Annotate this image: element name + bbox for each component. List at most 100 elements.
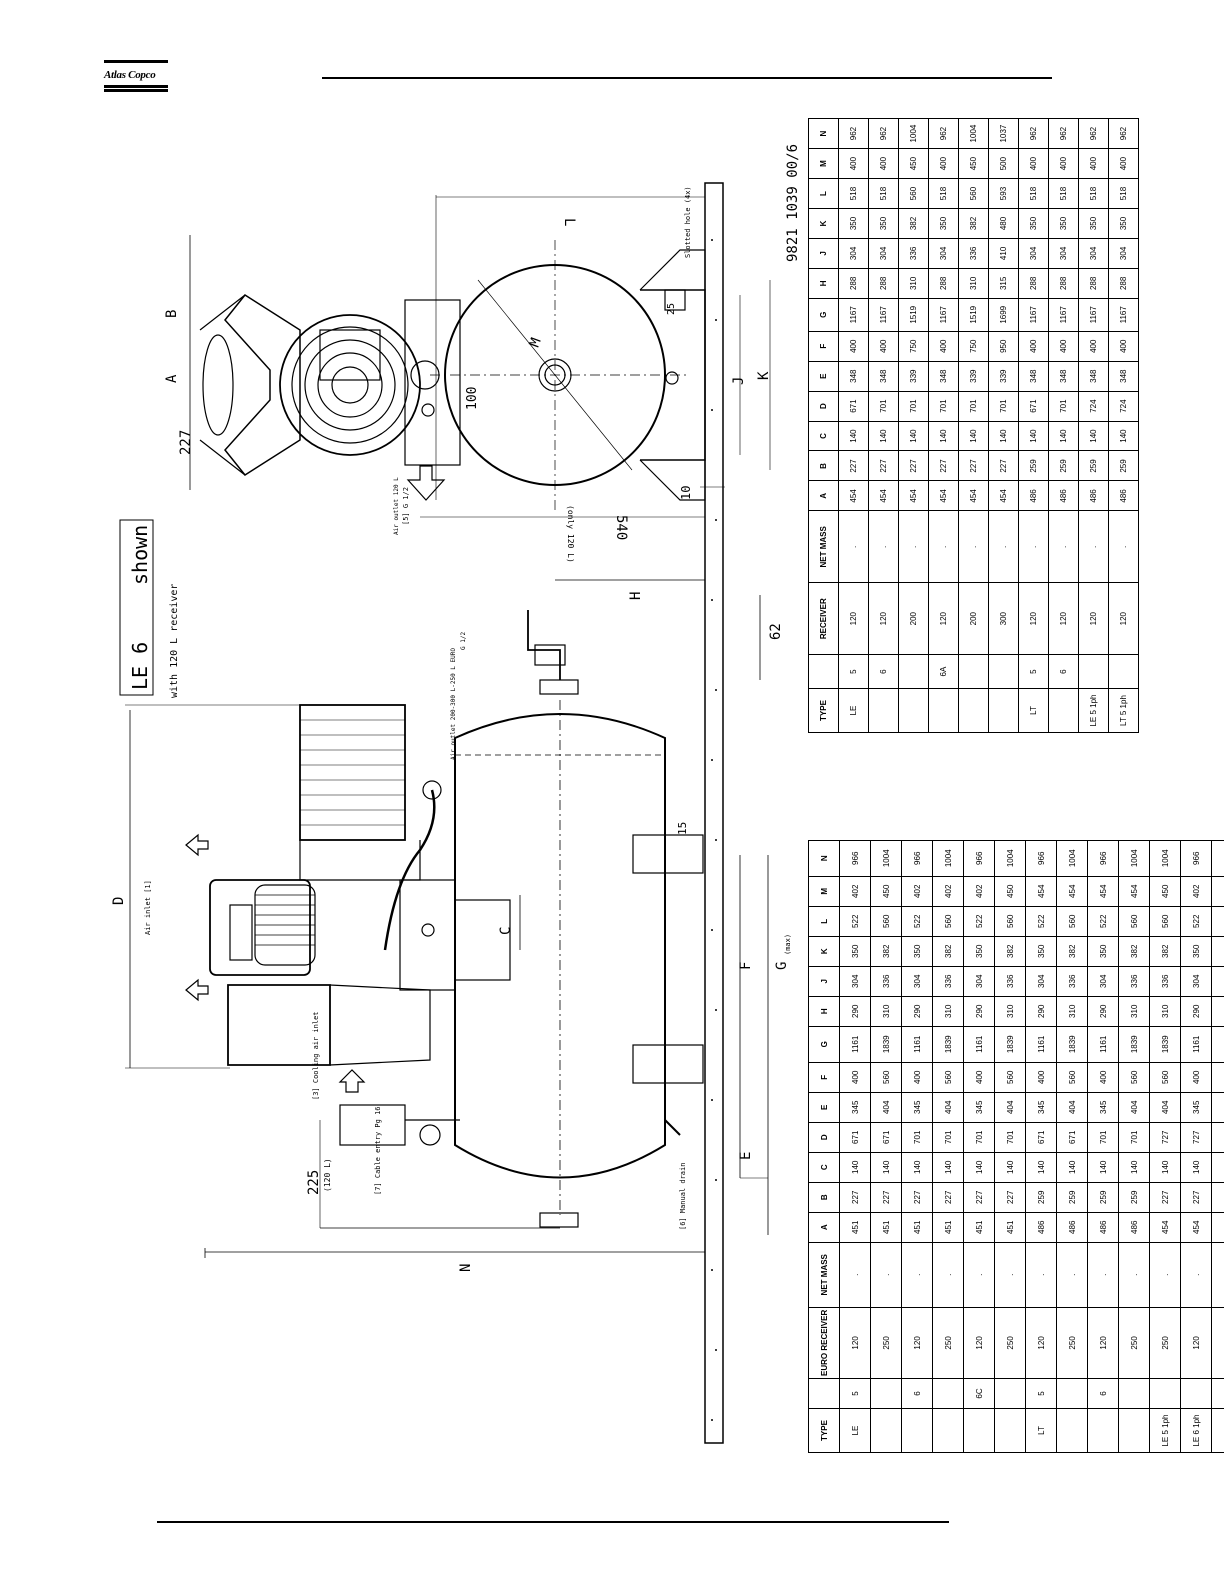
table-cell: 345: [963, 1092, 995, 1123]
table-cell: 304: [901, 966, 933, 997]
table-cell: 120: [868, 582, 899, 655]
column-header: C: [808, 421, 839, 451]
column-header: A: [808, 1212, 840, 1243]
table-cell: 701: [988, 391, 1019, 422]
table-cell: 486: [1118, 1212, 1150, 1243]
table-cell: 750: [958, 331, 989, 362]
column-header: L: [808, 906, 840, 937]
table-cell: 701: [1087, 1122, 1119, 1153]
table-cell: 6: [868, 654, 899, 689]
table-cell: 454: [898, 480, 929, 511]
table-cell: [901, 1408, 933, 1453]
column-header: F: [808, 1062, 840, 1093]
table-cell: 6A: [928, 654, 959, 689]
table-cell: 402: [963, 876, 995, 907]
table-cell: [1180, 1378, 1212, 1409]
dim-100: 100: [465, 387, 480, 410]
dim-D: D: [111, 897, 127, 905]
table-cell: 451: [994, 1212, 1026, 1243]
table-cell: 227: [958, 451, 989, 481]
table-cell: 140: [958, 421, 989, 451]
table-cell: 400: [1018, 148, 1049, 179]
table-cell: [1078, 654, 1109, 689]
table-row: LT 5 1ph120.4862591407273454001161290304…: [1211, 840, 1224, 1453]
table-cell: .: [1149, 1242, 1181, 1308]
table-cell: 140: [932, 1152, 964, 1183]
column-header: E: [808, 1092, 840, 1123]
table-cell: 966: [1025, 840, 1057, 877]
table-cell: 140: [839, 1152, 871, 1183]
table-cell: 382: [898, 208, 929, 239]
table-cell: 304: [1018, 238, 1049, 269]
table-cell: 500: [988, 148, 1019, 179]
table-cell: 140: [1118, 1152, 1150, 1183]
table-cell: 962: [838, 118, 869, 149]
column-header: E: [808, 361, 839, 392]
receiver-tank: [454, 713, 666, 1179]
table-cell: 140: [928, 421, 959, 451]
table-cell: 315: [988, 268, 1019, 299]
table-cell: 227: [870, 1182, 902, 1213]
table-cell: 348: [1078, 361, 1109, 392]
table-cell: 560: [1149, 906, 1181, 937]
table-cell: 400: [838, 331, 869, 362]
table-cell: 227: [868, 451, 899, 481]
table-cell: 560: [898, 178, 929, 209]
footer-rule: [157, 1521, 949, 1523]
table-cell: 701: [868, 391, 899, 422]
base-strip: [704, 182, 724, 1444]
table-cell: 120: [1025, 1307, 1057, 1379]
table-cell: 450: [1149, 876, 1181, 907]
table-cell: .: [839, 1242, 871, 1308]
table-cell: 750: [898, 331, 929, 362]
table-cell: 400: [1180, 1062, 1212, 1093]
table-cell: 140: [901, 1152, 933, 1183]
table-cell: 310: [898, 268, 929, 299]
table-cell: [928, 688, 959, 733]
column-header: [808, 1378, 840, 1409]
table-cell: 382: [870, 936, 902, 967]
table-cell: 350: [963, 936, 995, 967]
table-cell: LT 5 1ph: [1108, 688, 1139, 733]
table-cell: [958, 654, 989, 689]
table-cell: 727: [1149, 1122, 1181, 1153]
table-cell: 400: [1108, 148, 1139, 179]
table-cell: 227: [898, 451, 929, 481]
table-cell: 1004: [932, 840, 964, 877]
table-cell: 348: [1108, 361, 1139, 392]
header-rule: [322, 77, 1052, 79]
table-cell: 522: [839, 906, 871, 937]
table-cell: 522: [1180, 906, 1212, 937]
table-cell: 451: [839, 1212, 871, 1243]
table-cell: 345: [839, 1092, 871, 1123]
table-cell: LT 5 1ph: [1211, 1408, 1224, 1453]
table-cell: 304: [838, 238, 869, 269]
table-cell: 5: [838, 654, 869, 689]
table-cell: 348: [868, 361, 899, 392]
table-cell: 1699: [988, 298, 1019, 332]
table-cell: 227: [838, 451, 869, 481]
column-header: G: [808, 298, 839, 332]
table-cell: 382: [994, 936, 1026, 967]
table-cell: 227: [988, 451, 1019, 481]
model-label: LE 6: [128, 642, 152, 690]
table-cell: 400: [839, 1062, 871, 1093]
table-cell: 522: [1025, 906, 1057, 937]
table-cell: 1004: [898, 118, 929, 149]
table-cell: .: [1180, 1242, 1212, 1308]
column-header: NET MASS: [808, 510, 839, 583]
table-cell: 350: [1087, 936, 1119, 967]
column-header: TYPE: [808, 688, 839, 733]
table-cell: 336: [994, 966, 1026, 997]
table-cell: 140: [1149, 1152, 1181, 1183]
table-cell: 5: [1018, 654, 1049, 689]
column-header: K: [808, 208, 839, 239]
table-cell: 350: [839, 936, 871, 967]
table-cell: 400: [928, 331, 959, 362]
table-cell: 304: [1078, 238, 1109, 269]
